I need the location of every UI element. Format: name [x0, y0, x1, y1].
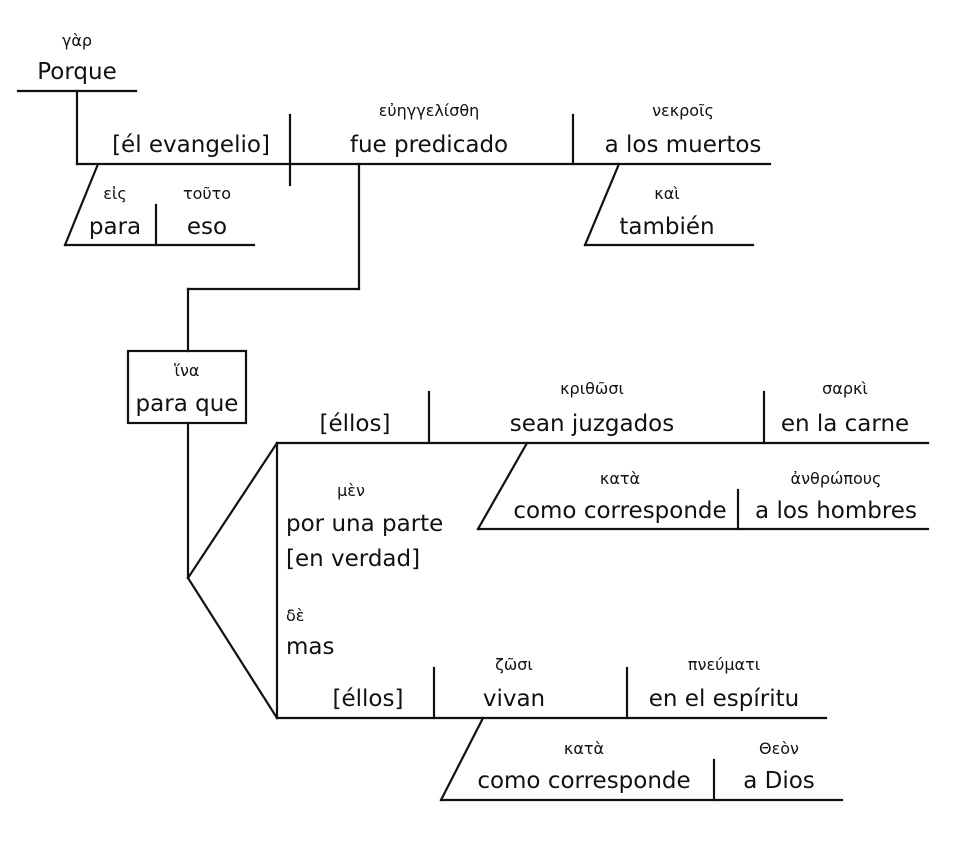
main-object-greek: νεκροῖς [652, 101, 714, 120]
clause-one-anthropous-greek: ἀνθρώπους [791, 469, 882, 488]
clause-one-verb-greek: κριθῶσι [560, 379, 624, 398]
hina-spanish: para que [136, 391, 239, 417]
eis-spanish: para [89, 214, 141, 240]
clause-two-theon-greek: Θεὸν [759, 739, 799, 758]
conjunction-porque: γὰρ Porque [16, 31, 138, 166]
clause-one-verb-spanish: sean juzgados [510, 411, 675, 437]
clause-one-complement-spanish: en la carne [781, 411, 909, 437]
eis-greek: εἰς [103, 184, 126, 203]
main-subject: [él evangelio] [112, 132, 270, 158]
clause-two-complement-greek: πνεύματι [688, 655, 760, 674]
touto-greek: τοῦτο [183, 184, 231, 203]
clause-two-subject: [éllos] [333, 686, 404, 712]
clause-one-kata-spanish: como corresponde [513, 498, 726, 524]
compound-fork [186, 441, 279, 720]
clause-one-subject: [éllos] [320, 411, 391, 437]
clause-two-theon-spanish: a Dios [743, 768, 815, 794]
kai-spanish: también [619, 214, 714, 240]
hina-connector: ἵνα para que [126, 162, 361, 580]
men-spanish-2: [en verdad] [286, 546, 420, 572]
clause-two-kata-spanish: como corresponde [477, 768, 690, 794]
clause-one-kata-greek: κατὰ [600, 469, 640, 488]
clause-two: [éllos] ζῶσι vivan πνεύματι en el espíri… [275, 655, 844, 802]
de-spanish: mas [286, 634, 334, 660]
porque-greek: γὰρ [62, 31, 92, 50]
kai-greek: καὶ [654, 184, 679, 203]
particle-men: μὲν por una parte [en verdad] [286, 481, 443, 572]
clause-two-verb-spanish: vivan [483, 686, 545, 712]
clause-two-verb-greek: ζῶσι [495, 655, 533, 674]
main-verb-greek: εὐηγγελίσθη [379, 101, 480, 120]
clause-two-complement-spanish: en el espíritu [649, 686, 799, 712]
clause-one-anthropous-spanish: a los hombres [755, 498, 917, 524]
clause-one: [éllos] κριθῶσι sean juzgados σαρκὶ en l… [275, 379, 930, 531]
clause-one-complement-greek: σαρκὶ [822, 379, 868, 398]
clause-two-kata-greek: κατὰ [564, 739, 604, 758]
de-greek: δὲ [286, 606, 304, 625]
hina-greek: ἵνα [174, 361, 200, 380]
modifier-eis-touto: εἰς para τοῦτο eso [63, 162, 256, 247]
men-greek: μὲν [337, 481, 365, 500]
main-clause: [él evangelio] εὐηγγελίσθη fue predicado… [75, 101, 772, 187]
main-verb-spanish: fue predicado [350, 132, 508, 158]
porque-spanish: Porque [37, 59, 117, 85]
particle-de: δὲ mas [286, 606, 334, 660]
main-object-spanish: a los muertos [605, 132, 762, 158]
men-spanish-1: por una parte [286, 511, 443, 537]
modifier-kai: καὶ también [583, 162, 755, 247]
touto-spanish: eso [187, 214, 227, 240]
